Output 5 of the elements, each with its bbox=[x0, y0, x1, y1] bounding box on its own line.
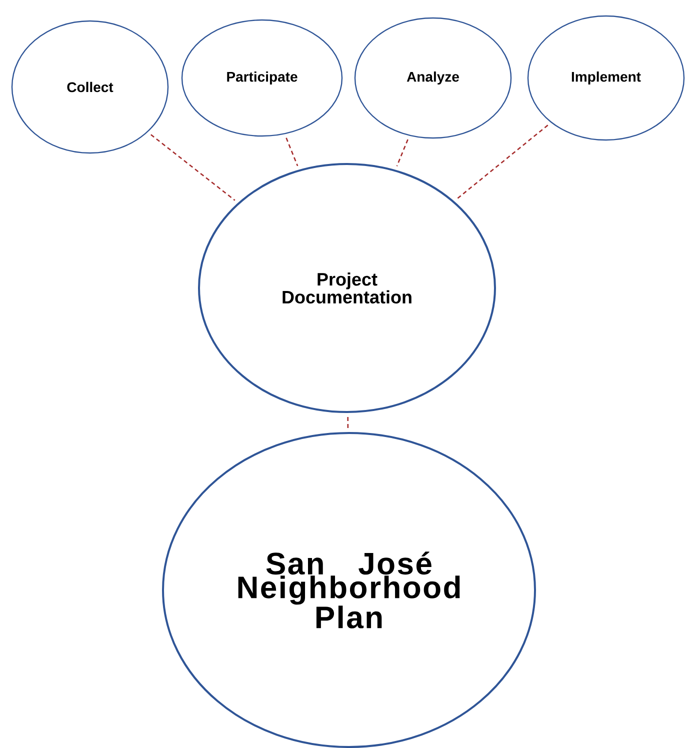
connector-line bbox=[286, 138, 298, 166]
connector-line bbox=[396, 139, 408, 166]
connector-line bbox=[347, 417, 349, 428]
connector-line bbox=[150, 134, 236, 201]
connector-line bbox=[456, 124, 548, 200]
